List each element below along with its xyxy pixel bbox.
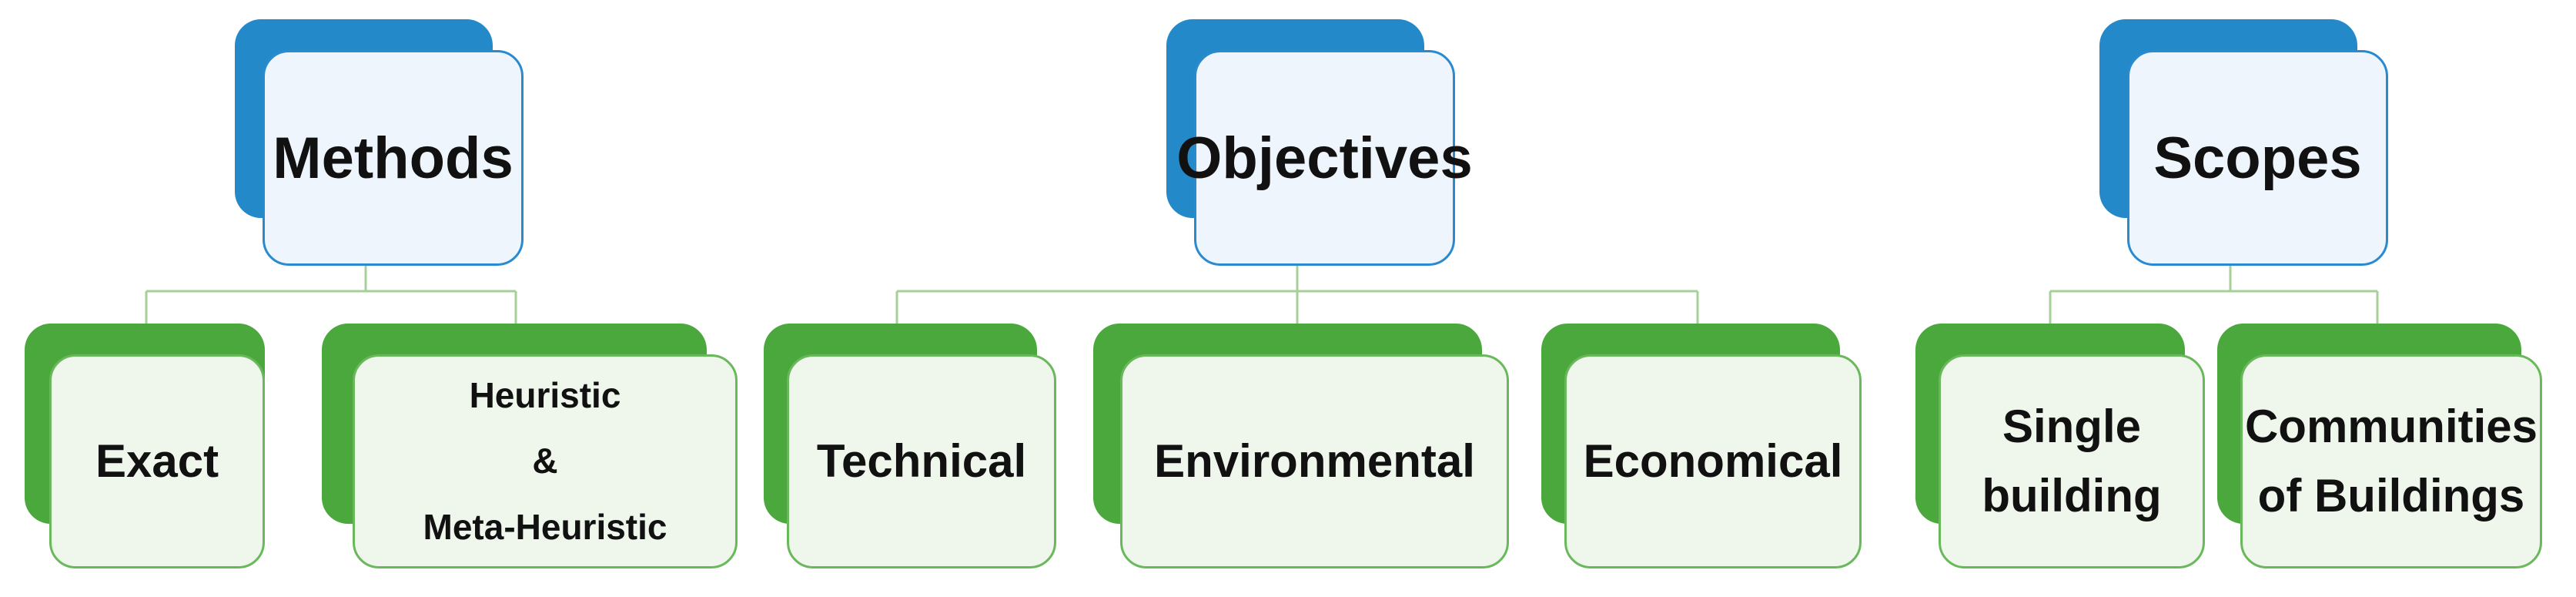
node-communities-label: Communities of Buildings bbox=[2240, 354, 2542, 568]
node-technical: Technical bbox=[764, 324, 1056, 568]
node-heuristic-line-2: & bbox=[532, 441, 558, 481]
node-communities: Communities of Buildings bbox=[2217, 324, 2542, 568]
node-environmental: Environmental bbox=[1093, 324, 1509, 568]
node-communities-line-2: of Buildings bbox=[2257, 470, 2525, 522]
node-objectives-label: Objectives bbox=[1176, 50, 1473, 266]
node-scopes: Scopes bbox=[2099, 19, 2388, 266]
node-heuristic-line-3: Meta-Heuristic bbox=[423, 506, 667, 547]
node-heuristic-line-1: Heuristic bbox=[469, 375, 621, 416]
node-technical-line-1: Technical bbox=[816, 435, 1027, 487]
node-objectives: Objectives bbox=[1166, 19, 1473, 266]
node-single-building-label: Single building bbox=[1939, 354, 2205, 568]
node-single-building: Single building bbox=[1915, 324, 2205, 568]
node-communities-line-1: Communities bbox=[2244, 401, 2538, 452]
node-economical-label: Economical bbox=[1564, 354, 1862, 568]
node-exact-line-1: Exact bbox=[95, 435, 219, 487]
node-methods-label: Methods bbox=[263, 50, 524, 266]
node-environmental-line-1: Environmental bbox=[1154, 435, 1475, 487]
node-environmental-label: Environmental bbox=[1120, 354, 1509, 568]
node-exact-label: Exact bbox=[49, 354, 265, 568]
node-technical-label: Technical bbox=[787, 354, 1056, 568]
node-heuristic-label: Heuristic & Meta-Heuristic bbox=[353, 354, 738, 568]
node-single-building-line-1: Single bbox=[2002, 401, 2141, 452]
node-scopes-label: Scopes bbox=[2127, 50, 2388, 266]
node-single-building-line-2: building bbox=[1982, 470, 2162, 522]
node-heuristic: Heuristic & Meta-Heuristic bbox=[322, 324, 738, 568]
node-economical: Economical bbox=[1541, 324, 1862, 568]
node-methods: Methods bbox=[235, 19, 524, 266]
node-exact: Exact bbox=[25, 324, 265, 568]
node-economical-line-1: Economical bbox=[1583, 435, 1843, 487]
